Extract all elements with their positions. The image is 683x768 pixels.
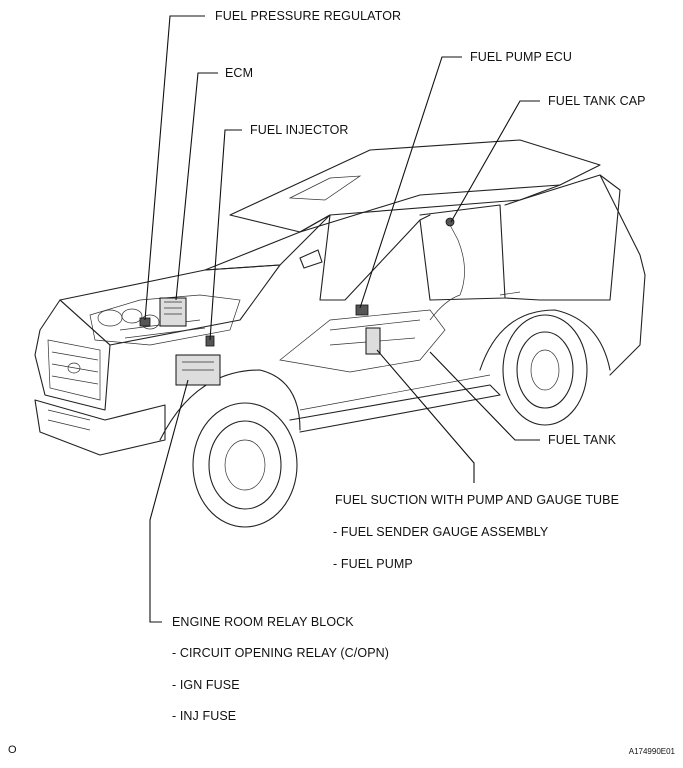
label-circuit-opening-relay: - CIRCUIT OPENING RELAY (C/OPN) [172,646,390,660]
pump-gauge-tube [365,327,381,355]
label-fuel-suction: FUEL SUCTION WITH PUMP AND GAUGE TUBE [335,493,620,507]
label-inj-fuse: - INJ FUSE [172,709,237,723]
label-ecm: ECM [225,66,254,80]
label-fuel-sender-gauge: - FUEL SENDER GAUGE ASSEMBLY [333,525,549,539]
label-fuel-pump: - FUEL PUMP [333,557,413,571]
label-fuel-tank-cap: FUEL TANK CAP [548,94,646,108]
label-fuel-injector: FUEL INJECTOR [250,123,349,137]
label-fuel-pressure-regulator: FUEL PRESSURE REGULATOR [215,9,402,23]
figure-code: A174990E01 [628,747,675,756]
label-engine-room-relay-block: ENGINE ROOM RELAY BLOCK [172,615,354,629]
label-fuel-pump-ecu: FUEL PUMP ECU [470,50,573,64]
ecm-unit [159,297,187,327]
footer-mark: O [8,744,17,756]
leader-lines [144,15,540,623]
fuel-system [279,217,465,373]
label-ign-fuse: - IGN FUSE [172,678,240,692]
engine-bay [89,294,241,386]
vehicle-body [34,139,646,528]
fuel-pump-ecu-unit [355,304,369,316]
label-fuel-tank: FUEL TANK [548,433,617,447]
